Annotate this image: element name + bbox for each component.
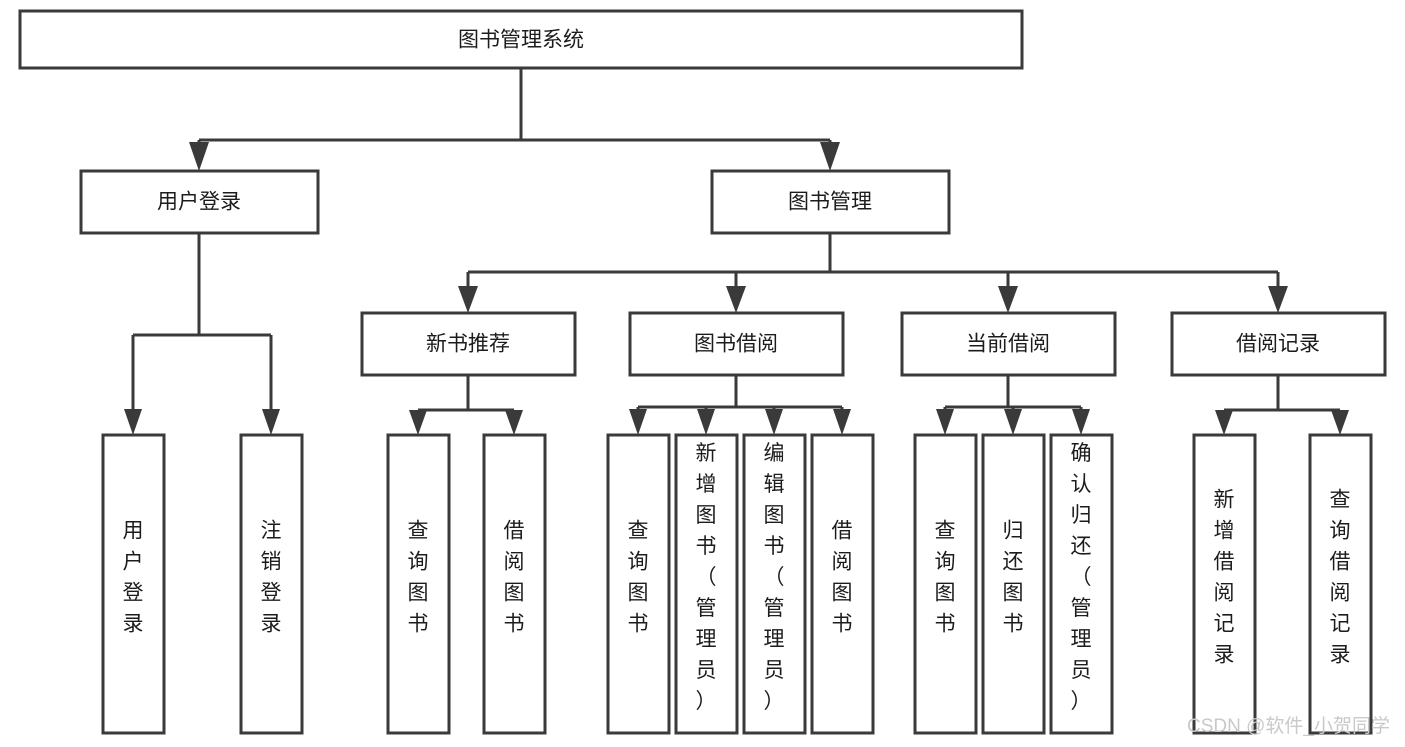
node-current-borrow-box[interactable] — [900, 311, 1117, 377]
node-leaf-query-book-3-box[interactable] — [913, 433, 978, 735]
node-leaf-user-logout-box[interactable] — [239, 433, 304, 735]
node-leaf-borrow-book-1-box[interactable] — [482, 433, 547, 735]
node-leaf-add-record-label: 新增借阅记录 — [1214, 489, 1235, 667]
node-leaf-query-record-box[interactable] — [1308, 433, 1373, 735]
node-book-borrow[interactable]: 图书借阅 — [628, 311, 845, 377]
arrowhead-leaf-user-login — [124, 409, 142, 435]
node-leaf-add-record[interactable]: 新增借阅记录 — [1192, 433, 1257, 735]
arrowhead-leaf-borrow-book-1 — [505, 410, 523, 435]
node-book-management-box[interactable] — [710, 169, 951, 235]
node-leaf-user-login-box[interactable] — [101, 433, 166, 735]
arrowhead-book-borrow — [726, 286, 746, 313]
node-leaf-add-book-box[interactable] — [674, 433, 739, 735]
node-new-book-recommend[interactable]: 新书推荐 — [360, 311, 577, 377]
node-new-book-recommend-box[interactable] — [360, 311, 577, 377]
node-leaf-return-book-label: 归还图书 — [1003, 520, 1024, 636]
arrowhead-book-management — [820, 142, 840, 171]
connector-book-borrow-trunk — [636, 375, 844, 419]
arrowhead-leaf-query-book-3 — [936, 409, 954, 435]
node-leaf-return-book[interactable]: 归还图书 — [981, 433, 1046, 735]
leaf-layer: 用户登录 注销登录 查询图书 借阅图书 查询图书 新增图书（管理员） — [101, 433, 1373, 735]
watermark-label: CSDN @软件_小贺同学 — [1187, 715, 1390, 737]
arrowhead-leaf-query-book-1 — [409, 410, 427, 435]
node-leaf-borrow-book-2-box[interactable] — [810, 433, 875, 735]
arrowhead-leaf-borrow-book-2 — [833, 409, 851, 435]
node-current-borrow-label: 当前借阅 — [966, 333, 1050, 356]
node-user-login[interactable]: 用户登录 — [79, 169, 320, 235]
node-leaf-borrow-book-1[interactable]: 借阅图书 — [482, 433, 547, 735]
node-leaf-query-record[interactable]: 查询借阅记录 — [1308, 433, 1373, 735]
connector-borrow-record-trunk — [1222, 375, 1342, 419]
node-leaf-borrow-book-2[interactable]: 借阅图书 — [810, 433, 875, 735]
connector-layer — [131, 68, 1342, 419]
node-leaf-query-record-label: 查询借阅记录 — [1330, 489, 1351, 667]
node-leaf-confirm-return-box[interactable] — [1049, 433, 1114, 735]
arrowhead-leaf-add-record — [1215, 410, 1233, 435]
node-leaf-add-book-label: 新增图书（管理员） — [696, 442, 717, 713]
arrowhead-leaf-query-record — [1331, 410, 1349, 435]
node-leaf-user-logout[interactable]: 注销登录 — [239, 433, 304, 735]
connector-user-login-trunk — [131, 233, 273, 419]
node-leaf-confirm-return[interactable]: 确认归还（管理员） — [1049, 433, 1114, 735]
arrowhead-leaf-edit-book — [765, 409, 783, 435]
node-leaf-add-record-box[interactable] — [1192, 433, 1257, 735]
node-leaf-add-book[interactable]: 新增图书（管理员） — [674, 433, 739, 735]
node-current-borrow[interactable]: 当前借阅 — [900, 311, 1117, 377]
node-root-label: 图书管理系统 — [458, 29, 584, 52]
arrowhead-new-book-recommend — [458, 286, 478, 313]
connector-book-management-trunk — [466, 233, 1280, 298]
node-book-borrow-box[interactable] — [628, 311, 845, 377]
node-leaf-return-book-box[interactable] — [981, 433, 1046, 735]
arrowhead-borrow-record — [1268, 286, 1288, 313]
node-root[interactable]: 图书管理系统 — [18, 9, 1024, 70]
node-new-book-recommend-label: 新书推荐 — [426, 333, 510, 356]
arrowhead-leaf-user-logout — [262, 409, 280, 435]
node-leaf-query-book-2-label: 查询图书 — [628, 520, 649, 636]
node-user-login-box[interactable] — [79, 169, 320, 235]
node-leaf-query-book-1[interactable]: 查询图书 — [386, 433, 451, 735]
node-leaf-query-book-1-box[interactable] — [386, 433, 451, 735]
node-leaf-borrow-book-2-label: 借阅图书 — [832, 520, 853, 636]
node-book-borrow-label: 图书借阅 — [694, 333, 778, 356]
node-leaf-edit-book-label: 编辑图书（管理员） — [764, 442, 785, 713]
node-leaf-query-book-2[interactable]: 查询图书 — [606, 433, 671, 735]
node-leaf-query-book-1-label: 查询图书 — [408, 520, 429, 636]
node-book-management-label: 图书管理 — [788, 191, 872, 214]
node-borrow-record-label: 借阅记录 — [1236, 333, 1320, 356]
node-leaf-borrow-book-1-label: 借阅图书 — [504, 520, 525, 636]
node-leaf-confirm-return-label: 确认归还（管理员） — [1071, 442, 1092, 713]
node-book-management[interactable]: 图书管理 — [710, 169, 951, 235]
node-leaf-user-login-label: 用户登录 — [123, 520, 144, 636]
arrowhead-layer — [124, 142, 1349, 435]
arrowhead-leaf-add-book — [697, 409, 715, 435]
node-leaf-user-logout-label: 注销登录 — [261, 520, 282, 636]
node-leaf-query-book-2-box[interactable] — [606, 433, 671, 735]
arrowhead-leaf-return-book — [1004, 409, 1022, 435]
connector-new-book-recommend-trunk — [416, 375, 516, 419]
arrowhead-current-borrow — [998, 286, 1018, 313]
node-user-login-label: 用户登录 — [157, 191, 241, 214]
node-borrow-record[interactable]: 借阅记录 — [1170, 311, 1387, 377]
node-root-box[interactable] — [18, 9, 1024, 70]
arrowhead-leaf-query-book-2 — [629, 409, 647, 435]
connector-root-trunk — [197, 68, 832, 157]
node-borrow-record-box[interactable] — [1170, 311, 1387, 377]
node-leaf-query-book-3-label: 查询图书 — [935, 520, 956, 636]
node-leaf-query-book-3[interactable]: 查询图书 — [913, 433, 978, 735]
arrowhead-leaf-confirm-return — [1072, 409, 1090, 435]
node-leaf-user-login[interactable]: 用户登录 — [101, 433, 166, 735]
arrowhead-user-login — [189, 142, 209, 171]
node-leaf-edit-book[interactable]: 编辑图书（管理员） — [742, 433, 807, 735]
node-leaf-edit-book-box[interactable] — [742, 433, 807, 735]
